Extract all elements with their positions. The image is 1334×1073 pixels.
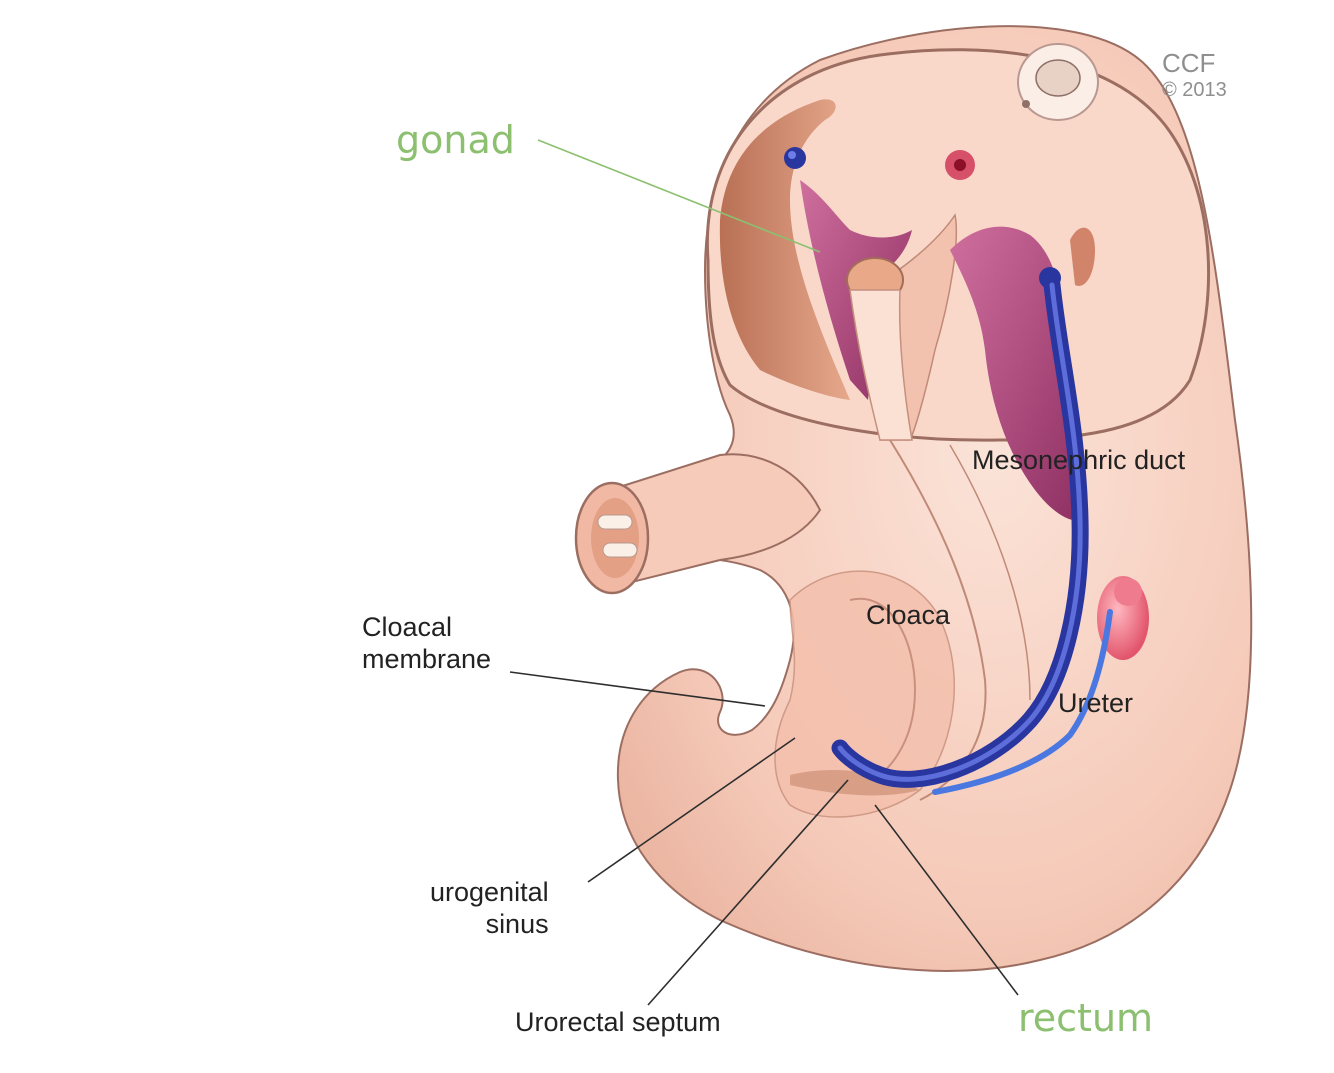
cardinal-vein-left-highlight [788, 151, 796, 159]
aorta-lumen [954, 159, 966, 171]
label-cloaca: Cloaca [866, 600, 950, 632]
copyright-year: © 2013 [1162, 80, 1227, 100]
label-urorectal-septum: Urorectal septum [515, 1007, 721, 1039]
notochord [1022, 100, 1030, 108]
umbilical-vessel-2 [603, 543, 637, 557]
umbilical-lumen [591, 498, 639, 578]
label-rectum: rectum [1018, 996, 1153, 1040]
copyright-mark: CCF [1162, 50, 1215, 76]
metanephros-lobe [1114, 578, 1142, 606]
label-cloacal-membrane: Cloacal membrane [362, 612, 491, 676]
label-gonad: gonad [396, 118, 515, 162]
label-mesonephric-duct: Mesonephric duct [972, 445, 1185, 477]
cardinal-vein-left [784, 147, 806, 169]
leader-cloacal-membrane [510, 672, 765, 706]
neural-canal [1036, 60, 1080, 96]
label-ureter: Ureter [1058, 688, 1133, 720]
label-urogenital-sinus: urogenital sinus [430, 877, 549, 941]
umbilical-vessel-1 [598, 515, 632, 529]
